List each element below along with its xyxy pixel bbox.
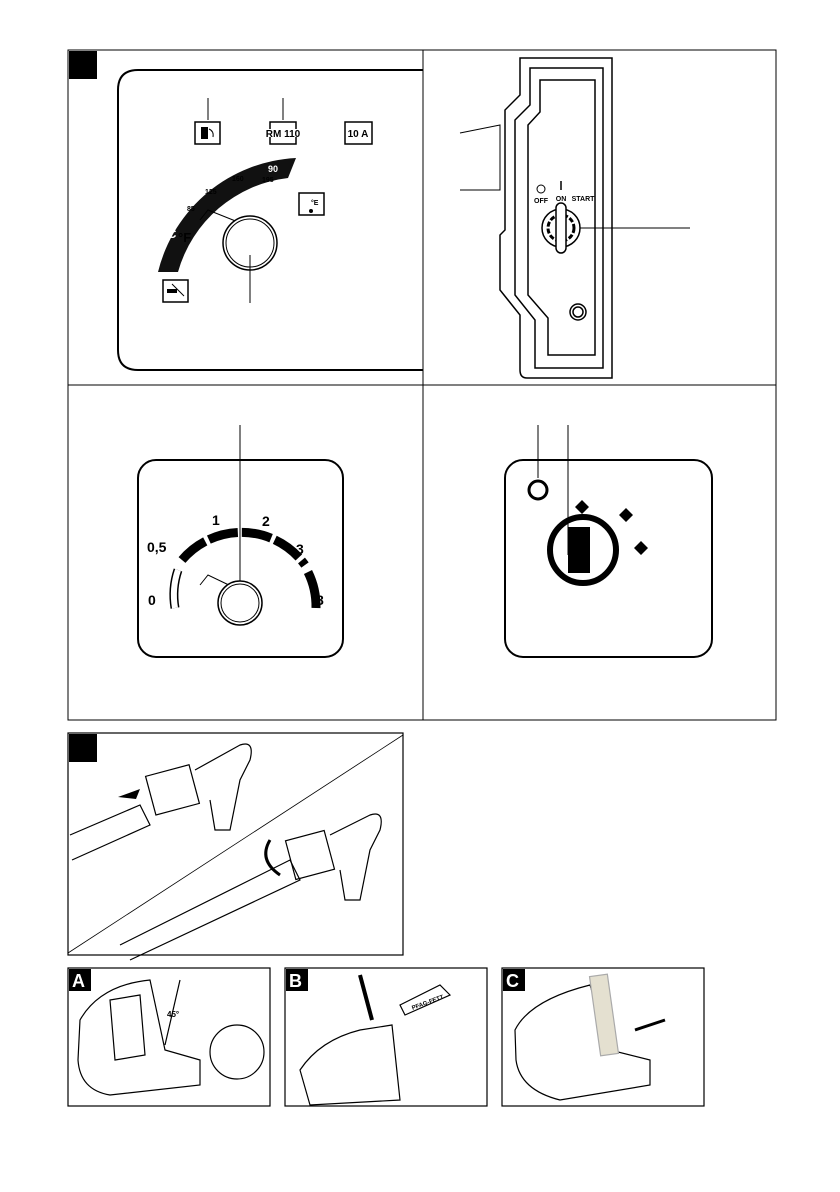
temperature-gauge-panel: RM 110 10 A °C °F 30 50 70 90 85 125 160… [117, 69, 423, 371]
svg-text:160: 160 [232, 176, 244, 183]
insert-arrow-icon [118, 789, 140, 799]
svg-text:1: 1 [212, 512, 220, 528]
step-c-label: C [506, 971, 519, 991]
step-a-panel [67, 967, 271, 1107]
indicator-panel [504, 425, 713, 658]
pressure-gauge-panel: 0 0,5 1 2 3 8 [137, 425, 344, 658]
svg-text:START: START [572, 196, 596, 203]
fuse-icon: 10 A [344, 121, 373, 145]
step-b-label: B [289, 971, 302, 991]
svg-text:0,5: 0,5 [147, 539, 167, 555]
figure-1-label-box [69, 51, 97, 79]
svg-text:°C: °C [163, 227, 177, 241]
fuel-icon [194, 121, 221, 145]
svg-text:90: 90 [268, 164, 278, 174]
svg-text:125: 125 [205, 189, 217, 196]
svg-text:°E: °E [311, 199, 319, 207]
figure-2-lance-assembly [67, 732, 404, 961]
svg-text:50: 50 [199, 174, 209, 184]
indicator-lamp [527, 479, 549, 501]
svg-text:30: 30 [170, 202, 180, 212]
step-b-panel [284, 967, 488, 1107]
svg-text:8: 8 [316, 592, 324, 608]
step-c-panel [501, 967, 705, 1107]
rm110-icon: RM 110 [266, 121, 301, 145]
svg-text:10 A: 10 A [348, 129, 369, 140]
main-switch-panel [459, 57, 690, 379]
svg-text:RM 110: RM 110 [266, 129, 301, 140]
temperature-knob[interactable] [199, 209, 278, 271]
figure-1 [67, 49, 777, 721]
thermometer-icon: °E [298, 192, 325, 216]
pressure-knob[interactable] [199, 574, 263, 626]
temperature-scale-arc [158, 158, 296, 272]
svg-text:70: 70 [231, 162, 241, 172]
svg-text:OFF: OFF [534, 198, 549, 205]
ignition-switch[interactable] [541, 202, 581, 254]
svg-text:85: 85 [187, 206, 195, 213]
svg-text:0: 0 [148, 592, 156, 608]
svg-text:3: 3 [296, 541, 304, 557]
angle-label: 45° [167, 1010, 179, 1019]
svg-text:°F: °F [178, 230, 191, 245]
svg-text:2: 2 [262, 513, 270, 529]
burner-off-icon [162, 279, 189, 303]
svg-text:ON: ON [556, 196, 567, 203]
svg-text:195: 195 [262, 177, 274, 184]
step-a-label: A [72, 971, 85, 991]
rotate-arrow-icon [264, 839, 281, 877]
